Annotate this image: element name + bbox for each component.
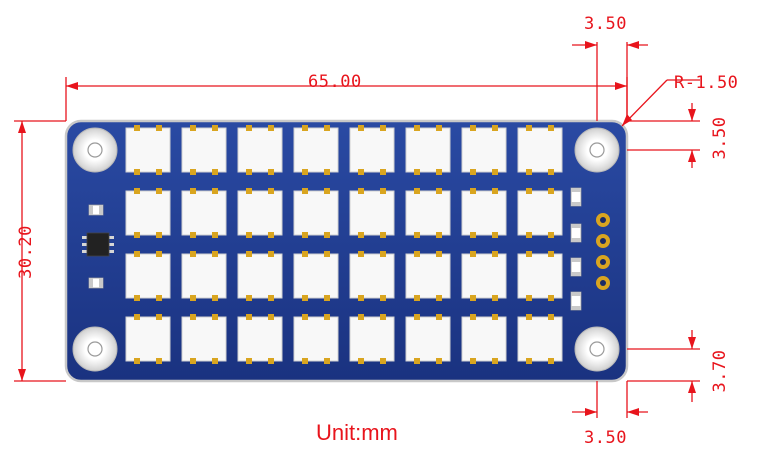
dimension-lines	[14, 41, 700, 418]
right-bottom-offset-label: 3.70	[710, 349, 730, 393]
pin-3	[596, 255, 610, 269]
pin-2	[596, 234, 610, 248]
capacitor-4	[570, 291, 582, 311]
led-4-4	[293, 314, 339, 364]
led-1-1	[125, 125, 171, 175]
pin-header	[596, 213, 610, 290]
top-hole-offset-label: 3.50	[584, 14, 627, 34]
led-2-6	[405, 188, 451, 238]
top-hole-offset-line	[572, 41, 648, 121]
mounting-hole-bottom-right	[574, 326, 620, 372]
capacitor-3	[570, 257, 582, 277]
led-1-8	[517, 125, 563, 175]
led-4-8	[517, 314, 563, 364]
led-2-2	[181, 188, 227, 238]
led-4-6	[405, 314, 451, 364]
pin-4	[596, 276, 610, 290]
led-matrix	[125, 125, 563, 364]
led-1-4	[293, 125, 339, 175]
left-components	[82, 204, 114, 289]
height-dimension-line	[14, 120, 66, 382]
radius-leader-line	[621, 79, 700, 127]
width-label: 65.00	[308, 72, 362, 92]
led-2-1	[125, 188, 171, 238]
mounting-holes	[72, 127, 620, 372]
resistor-bottom	[88, 277, 104, 289]
pin-1	[596, 213, 610, 227]
led-3-6	[405, 251, 451, 301]
led-3-1	[125, 251, 171, 301]
led-2-8	[517, 188, 563, 238]
pcb-board	[64, 119, 629, 383]
led-4-3	[237, 314, 283, 364]
led-2-3	[237, 188, 283, 238]
ic-chip	[82, 232, 114, 257]
led-3-2	[181, 251, 227, 301]
led-1-6	[405, 125, 451, 175]
right-components	[570, 187, 610, 311]
led-1-2	[181, 125, 227, 175]
capacitor-2	[570, 223, 582, 243]
led-3-8	[517, 251, 563, 301]
bottom-hole-offset-line	[572, 381, 648, 418]
led-2-5	[349, 188, 395, 238]
led-2-4	[293, 188, 339, 238]
resistor-top	[88, 204, 104, 216]
height-label: 30.20	[16, 225, 36, 279]
mounting-hole-top-right	[574, 127, 620, 173]
led-1-7	[461, 125, 507, 175]
led-3-3	[237, 251, 283, 301]
led-4-7	[461, 314, 507, 364]
mounting-hole-bottom-left	[72, 326, 118, 372]
led-4-5	[349, 314, 395, 364]
pcb-outline	[64, 119, 629, 383]
led-1-3	[237, 125, 283, 175]
unit-label: Unit:mm	[316, 420, 398, 445]
corner-radius-label: R-1.50	[674, 73, 739, 93]
right-top-offset-line	[627, 103, 700, 168]
right-top-offset-label: 3.50	[710, 116, 730, 160]
led-4-2	[181, 314, 227, 364]
led-1-5	[349, 125, 395, 175]
led-4-1	[125, 314, 171, 364]
right-bottom-offset-line	[627, 330, 700, 402]
led-3-4	[293, 251, 339, 301]
led-3-5	[349, 251, 395, 301]
bottom-hole-offset-label: 3.50	[584, 428, 627, 448]
led-2-7	[461, 188, 507, 238]
capacitor-1	[570, 187, 582, 207]
led-3-7	[461, 251, 507, 301]
mounting-hole-top-left	[72, 127, 118, 173]
